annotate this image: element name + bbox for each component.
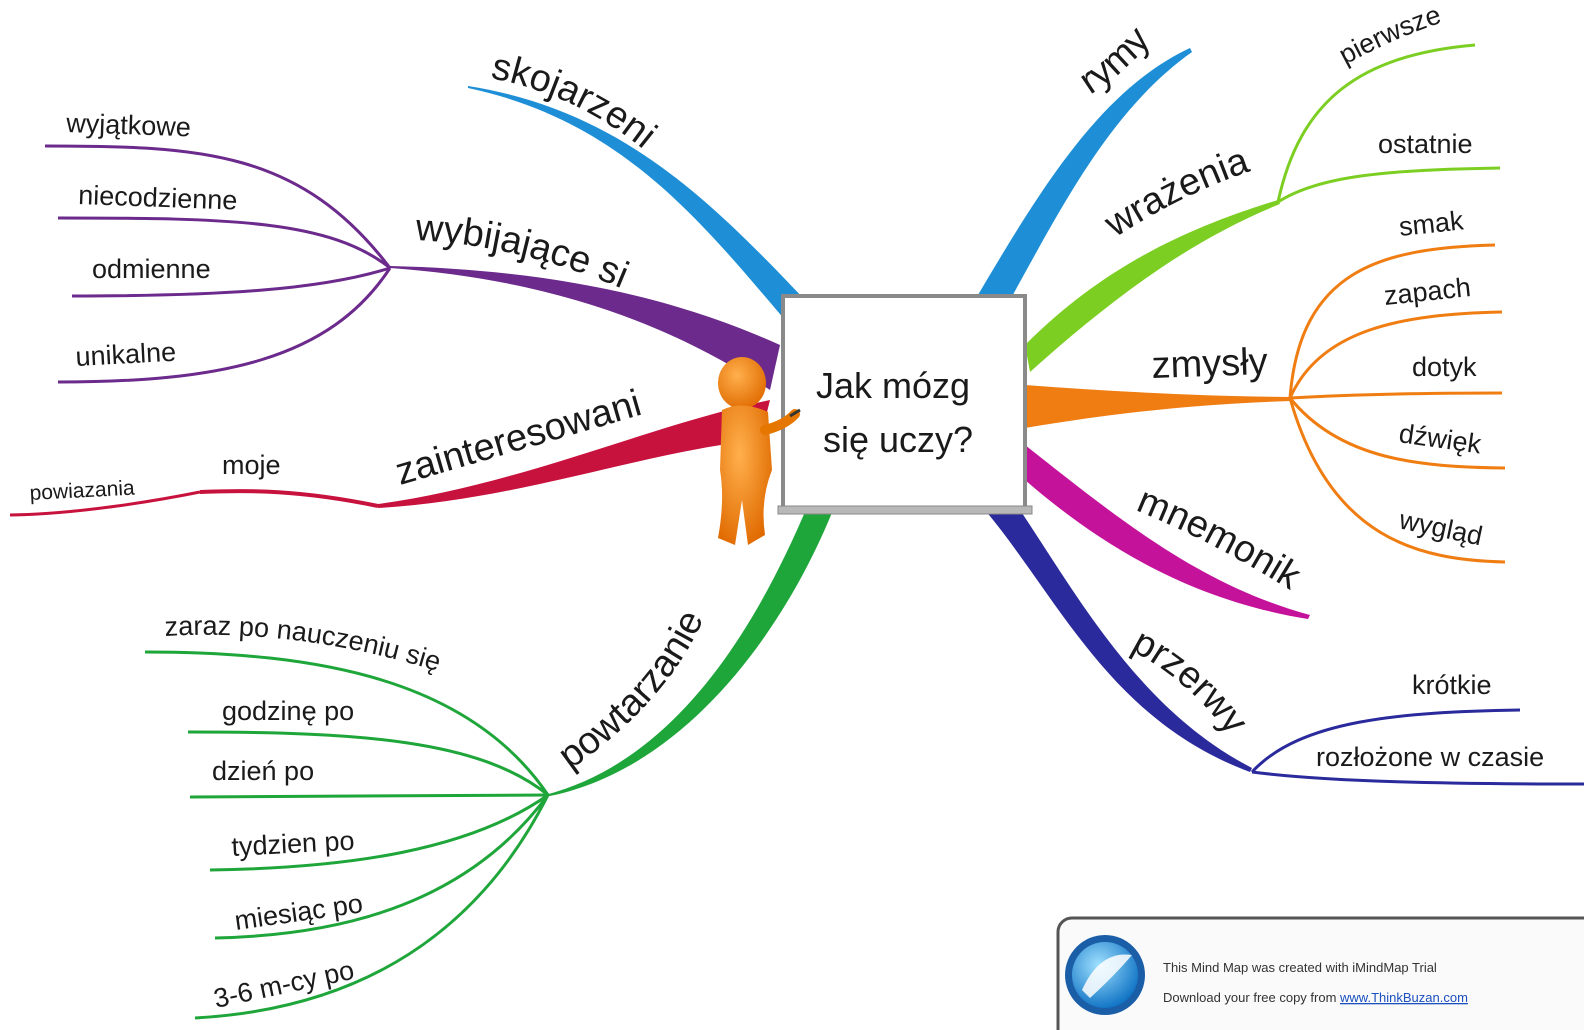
- sub-line-zapach: [1288, 310, 1503, 399]
- sub-line-krotkie: [1250, 708, 1521, 774]
- sub-line-3-6: [194, 794, 550, 1020]
- central-whiteboard: Jak mózg się uczy?: [777, 294, 1033, 515]
- label-powiazania: powiazania: [29, 477, 135, 505]
- sub-line-dzwiek: [1288, 397, 1506, 470]
- branch-przerwy-line: [985, 510, 1252, 772]
- imindmap-banner: This Mind Map was created with iMindMap …: [1056, 916, 1584, 1030]
- sub-line-smak: [1288, 243, 1496, 399]
- label-wyglad: wygląd: [1396, 504, 1485, 551]
- sub-line-dzien: [189, 793, 549, 799]
- presenter-figure-icon: [718, 357, 801, 545]
- label-wrazenia: wrażenia: [1097, 139, 1255, 246]
- branch-zmysly-line: [1025, 385, 1290, 428]
- label-rozlozone: rozłożone w czasie: [1316, 742, 1544, 772]
- label-krotkie: krótkie: [1412, 670, 1492, 700]
- central-topic-line2: się uczy?: [823, 419, 973, 460]
- branch-powtarzanie-line: [545, 500, 835, 797]
- main-branches: [378, 48, 1310, 797]
- imindmap-logo-icon: [1065, 935, 1145, 1015]
- sub-line-odmienne: [71, 266, 391, 298]
- label-przerwy: przerwy: [1126, 621, 1256, 742]
- label-smak: smak: [1397, 205, 1465, 242]
- sub-line-godzine: [187, 730, 549, 797]
- branch-skojarzenia-line: [468, 86, 805, 320]
- label-wybijajace: wybijające się: [0, 0, 634, 297]
- banner-line1: This Mind Map was created with iMindMap …: [1163, 960, 1437, 975]
- label-unikalne: unikalne: [75, 337, 177, 372]
- label-niecodzienne: niecodzienne: [78, 180, 238, 216]
- label-godzine: godzinę po: [222, 696, 354, 726]
- sub-line-tydzien: [209, 793, 549, 872]
- branch-rymy-line: [975, 48, 1192, 300]
- sub-line-dotyk: [1289, 391, 1503, 400]
- label-pierwsze: pierwsze: [1334, 0, 1445, 70]
- sub-line-miesiac: [214, 794, 550, 940]
- label-powtarzanie: powtarzanie: [551, 604, 712, 777]
- branch-wybijajace-line: [390, 266, 780, 390]
- label-dzwiek: dźwięk: [1397, 418, 1483, 459]
- label-dzien: dzień po: [212, 756, 314, 786]
- thinkbuzan-link[interactable]: www.ThinkBuzan.com: [1339, 990, 1468, 1005]
- label-zapach: zapach: [1382, 272, 1472, 311]
- label-tydzien: tydzien po: [231, 826, 355, 862]
- label-wyjatkowe: wyjątkowe: [65, 108, 192, 142]
- sub-line-moje: [199, 489, 379, 508]
- branch-zainteresowania-line: [378, 400, 770, 508]
- label-ostatnie: ostatnie: [1378, 129, 1473, 159]
- sub-line-rozlozone: [1251, 770, 1584, 786]
- sub-line-wyglad: [1288, 397, 1506, 564]
- sub-line-unikalne: [57, 267, 392, 384]
- central-topic-line1: Jak mózg: [816, 365, 970, 406]
- sub-line-zaraz: [144, 650, 550, 796]
- label-zmysly: zmysły: [1151, 341, 1269, 387]
- label-zaraz: zaraz po nauczeniu się: [164, 611, 445, 677]
- label-moje: moje: [222, 450, 281, 480]
- sub-line-wyjatkowe: [44, 144, 392, 269]
- sub-line-niecodzienne: [57, 216, 391, 270]
- label-miesiac: miesiąc po: [233, 888, 365, 936]
- label-odmienne: odmienne: [92, 254, 211, 284]
- sub-line-pierwsze: [1276, 43, 1476, 203]
- sub-labels: wyjątkowe niecodzienne odmienne unikalne…: [29, 0, 1544, 1014]
- sub-line-powiazania: [9, 490, 201, 517]
- banner-line2: Download your free copy from www.ThinkBu…: [1163, 990, 1468, 1005]
- sub-branches: [9, 43, 1584, 1020]
- label-dotyk: dotyk: [1412, 352, 1477, 382]
- sub-line-ostatnie: [1277, 166, 1501, 204]
